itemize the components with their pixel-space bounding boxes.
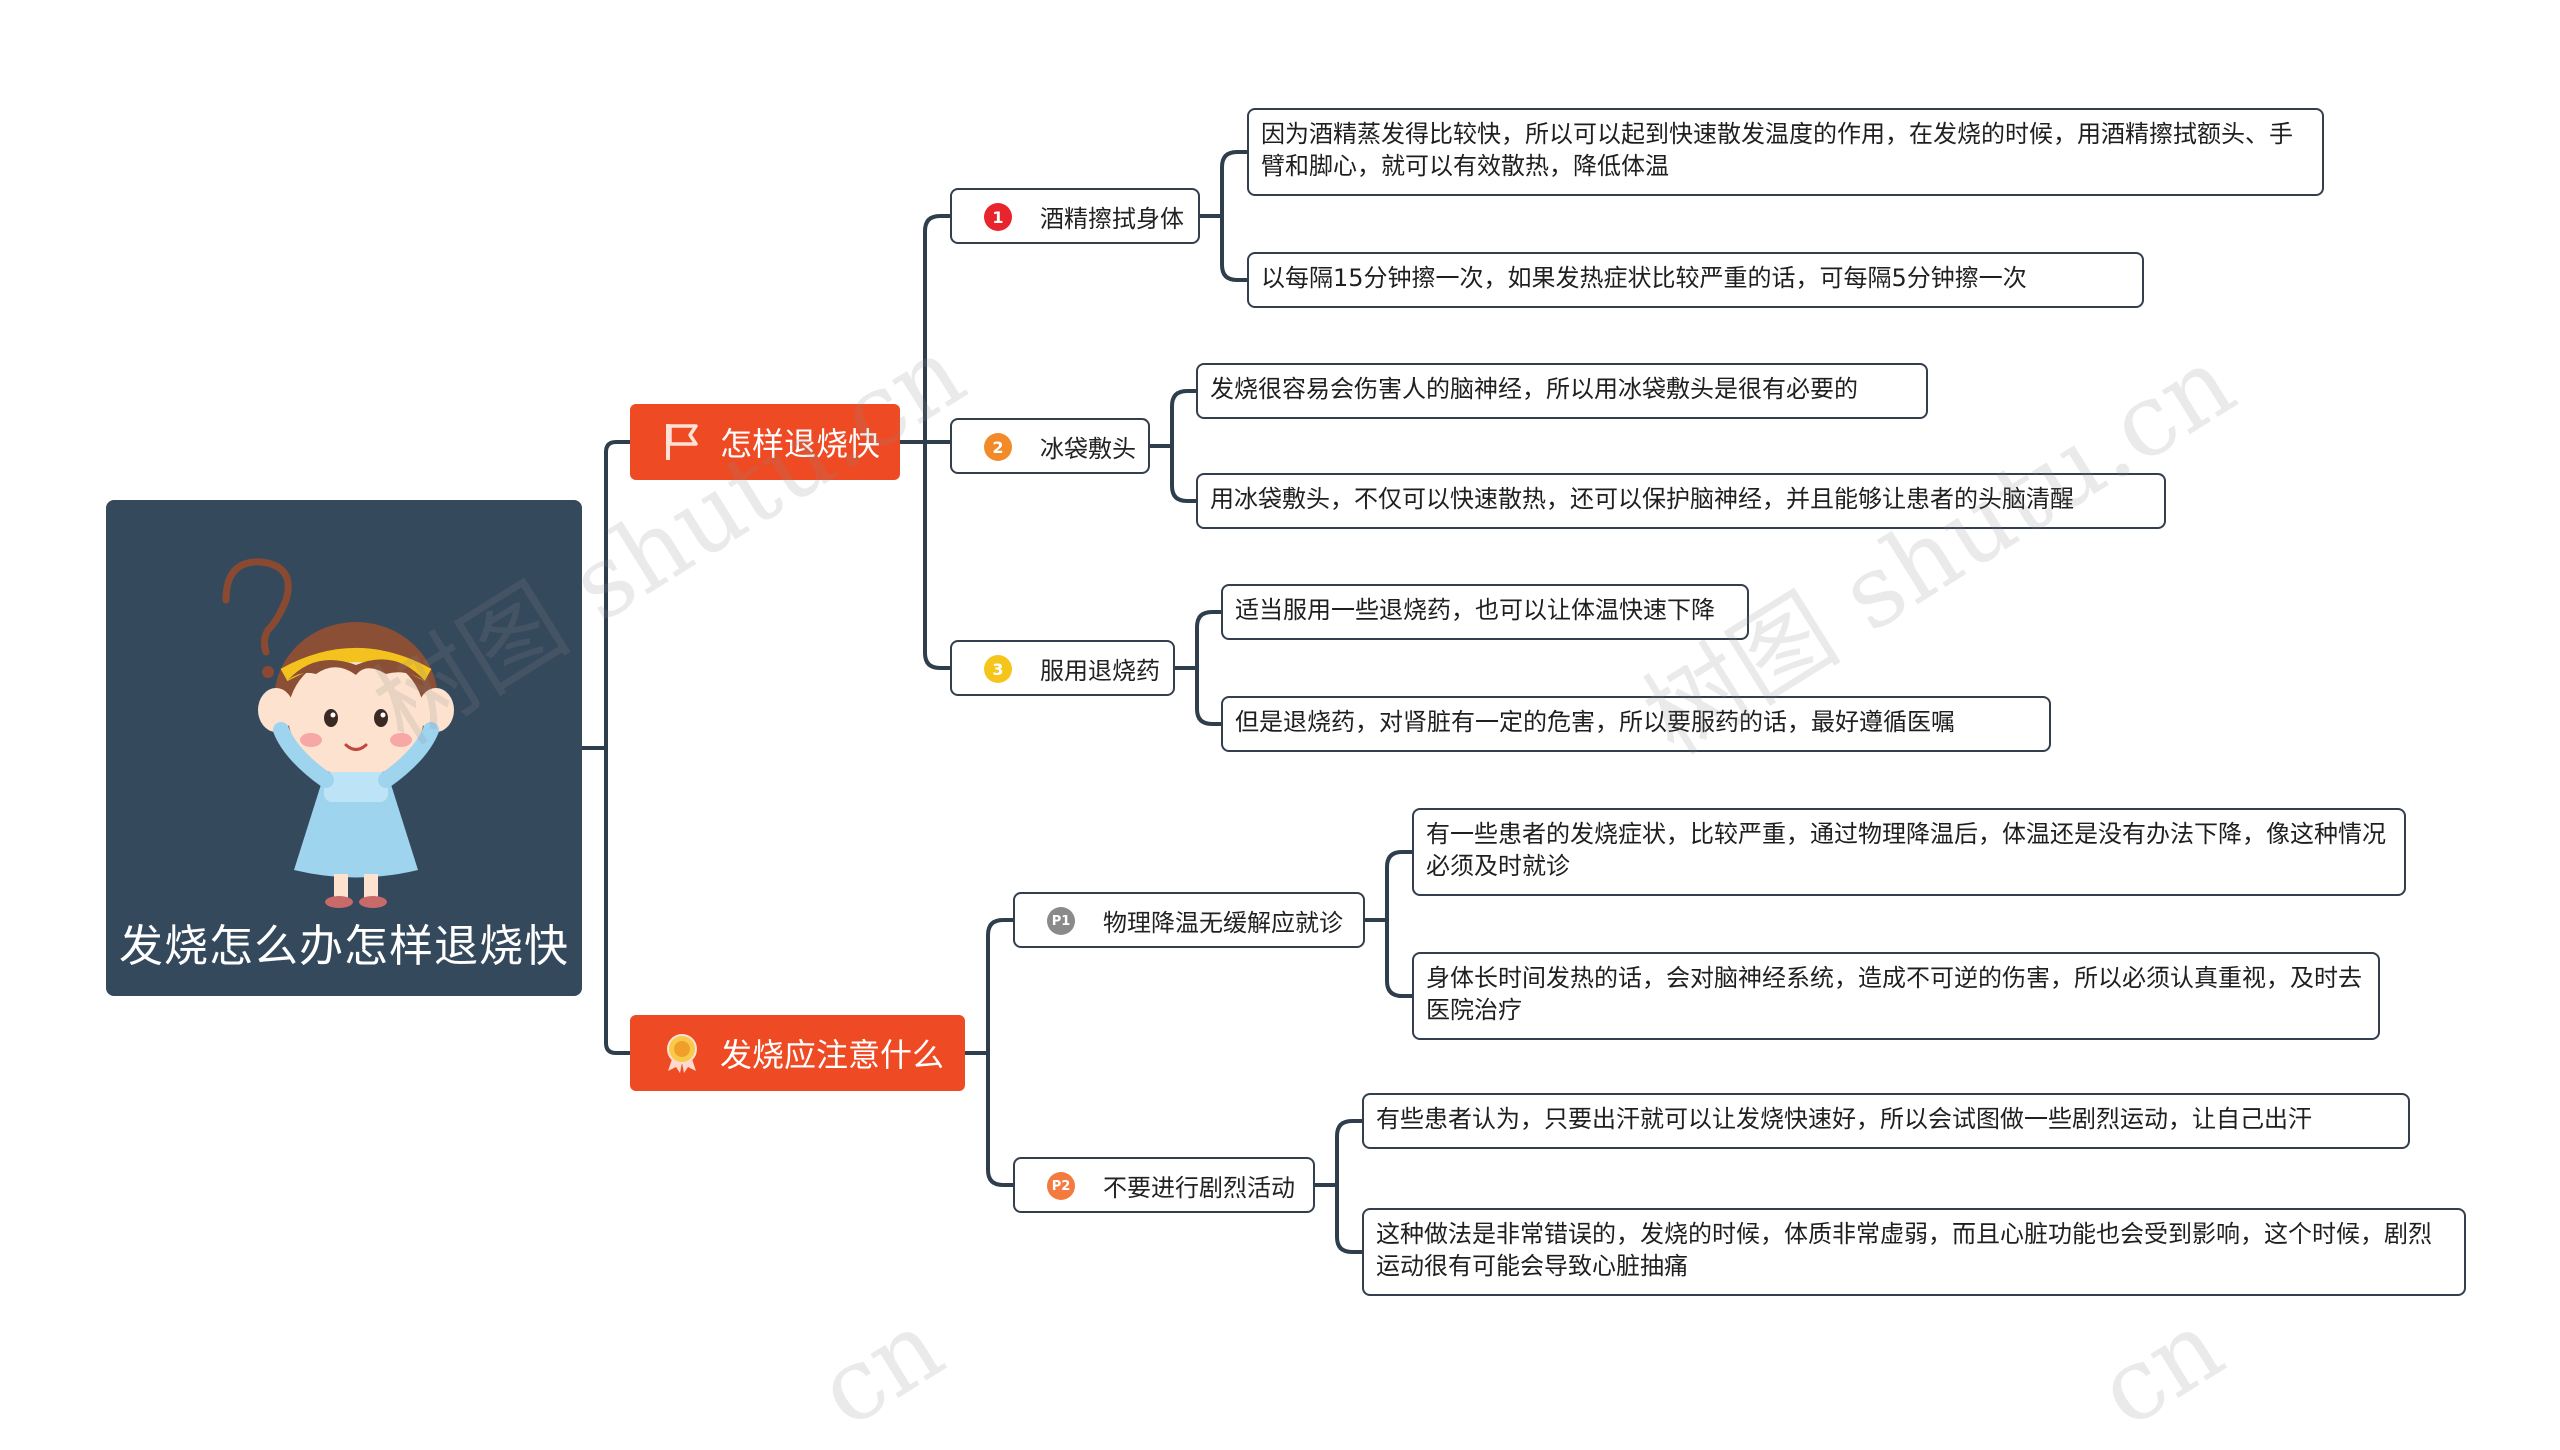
link-t4-l2 <box>1365 918 1412 998</box>
link-t5-l1 <box>1315 1119 1362 1187</box>
root-node[interactable]: 发烧怎么办怎样退烧快 <box>106 500 582 996</box>
connector-lines <box>582 150 1412 1254</box>
topic-label-4: 物理降温无缓解应就诊 <box>1103 908 1343 937</box>
leaf-node-3-2[interactable]: 但是退烧药，对肾脏有一定的危害，所以要服药的话，最好遵循医嘱 <box>1221 696 2051 752</box>
link-b1-t1 <box>900 214 950 444</box>
link-t4-l1 <box>1365 850 1412 922</box>
topic-label-1: 酒精擦拭身体 <box>1040 204 1184 233</box>
link-t1-l2 <box>1200 214 1247 282</box>
root-title: 发烧怎么办怎样退烧快 <box>119 921 569 972</box>
link-t3-l2 <box>1175 666 1221 726</box>
topic-label-5: 不要进行剧烈活动 <box>1103 1173 1295 1202</box>
link-t3-l1 <box>1175 610 1221 670</box>
topic-label-3: 服用退烧药 <box>1040 656 1160 685</box>
link-b1-t3 <box>900 440 950 670</box>
number-badge-1: 1 <box>984 203 1012 231</box>
leaf-node-5-1[interactable]: 有些患者认为，只要出汗就可以让发烧快速好，所以会试图做一些剧烈运动，让自己出汗 <box>1362 1093 2410 1149</box>
badge-award-icon <box>667 1034 697 1073</box>
link-t5-l2 <box>1315 1183 1362 1254</box>
topic-node-2[interactable]: 2 冰袋敷头 <box>950 418 1150 474</box>
number-badge-3: 3 <box>984 655 1012 683</box>
number-badge-2: 2 <box>984 433 1012 461</box>
topic-node-3[interactable]: 3 服用退烧药 <box>950 640 1175 696</box>
leaf-node-1-2[interactable]: 以每隔15分钟擦一次，如果发热症状比较严重的话，可每隔5分钟擦一次 <box>1247 252 2144 308</box>
link-t2-l2 <box>1150 444 1196 503</box>
topic-label-2: 冰袋敷头 <box>1040 434 1136 463</box>
branch-label-2: 发烧应注意什么 <box>720 1036 945 1074</box>
branch-node-1[interactable]: 怎样退烧快 <box>630 404 900 480</box>
link-root-branch-2 <box>582 746 632 1055</box>
leaf-node-1-1[interactable]: 因为酒精蒸发得比较快，所以可以起到快速散发温度的作用，在发烧的时候，用酒精擦拭额… <box>1247 108 2324 196</box>
link-b2-t2 <box>965 1051 1013 1187</box>
girl-question-illustration <box>222 558 454 908</box>
topic-node-5[interactable]: P2 不要进行剧烈活动 <box>1013 1157 1315 1213</box>
link-root-branch-1 <box>582 440 632 750</box>
link-b2-t1 <box>965 918 1013 1055</box>
leaf-node-2-1[interactable]: 发烧很容易会伤害人的脑神经，所以用冰袋敷头是很有必要的 <box>1196 363 1928 419</box>
priority-badge-p1: P1 <box>1047 907 1075 935</box>
link-t2-l1 <box>1150 389 1196 448</box>
leaf-node-2-2[interactable]: 用冰袋敷头，不仅可以快速散热，还可以保护脑神经，并且能够让患者的头脑清醒 <box>1196 473 2166 529</box>
leaf-node-4-2[interactable]: 身体长时间发热的话，会对脑神经系统，造成不可逆的伤害，所以必须认真重视，及时去医… <box>1412 952 2380 1040</box>
branch-node-2[interactable]: 发烧应注意什么 <box>630 1015 965 1091</box>
leaf-node-5-2[interactable]: 这种做法是非常错误的，发烧的时候，体质非常虚弱，而且心脏功能也会受到影响，这个时… <box>1362 1208 2466 1296</box>
link-t1-l1 <box>1200 150 1247 218</box>
priority-badge-p2: P2 <box>1047 1172 1075 1200</box>
leaf-node-3-1[interactable]: 适当服用一些退烧药，也可以让体温快速下降 <box>1221 584 1749 640</box>
topic-node-4[interactable]: P1 物理降温无缓解应就诊 <box>1013 892 1365 948</box>
branch-label-1: 怎样退烧快 <box>720 425 881 463</box>
flag-icon <box>666 424 698 460</box>
leaf-node-4-1[interactable]: 有一些患者的发烧症状，比较严重，通过物理降温后，体温还是没有办法下降，像这种情况… <box>1412 808 2406 896</box>
topic-node-1[interactable]: 1 酒精擦拭身体 <box>950 188 1200 244</box>
